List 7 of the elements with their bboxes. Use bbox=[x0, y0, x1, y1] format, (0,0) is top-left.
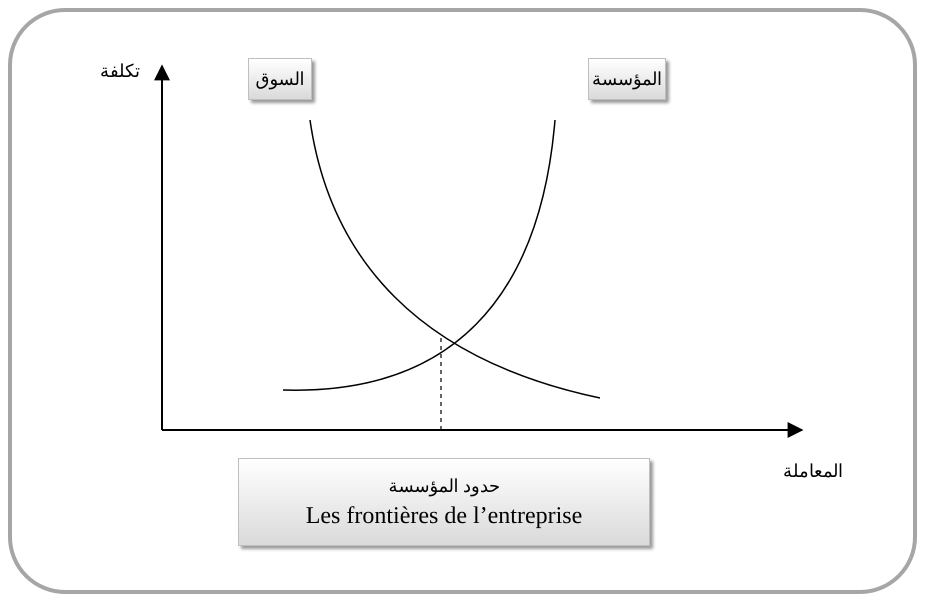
curve-label-box: المؤسسة bbox=[588, 58, 666, 100]
axis-title: تكلفة bbox=[100, 60, 140, 82]
axis-title: المعاملة bbox=[783, 460, 843, 482]
arabic-caption: حدود المؤسسة bbox=[388, 474, 500, 496]
french-caption: Les frontières de l’entreprise bbox=[306, 502, 582, 530]
boundary-box bbox=[238, 458, 650, 546]
curve-label-box: السوق bbox=[248, 58, 312, 100]
